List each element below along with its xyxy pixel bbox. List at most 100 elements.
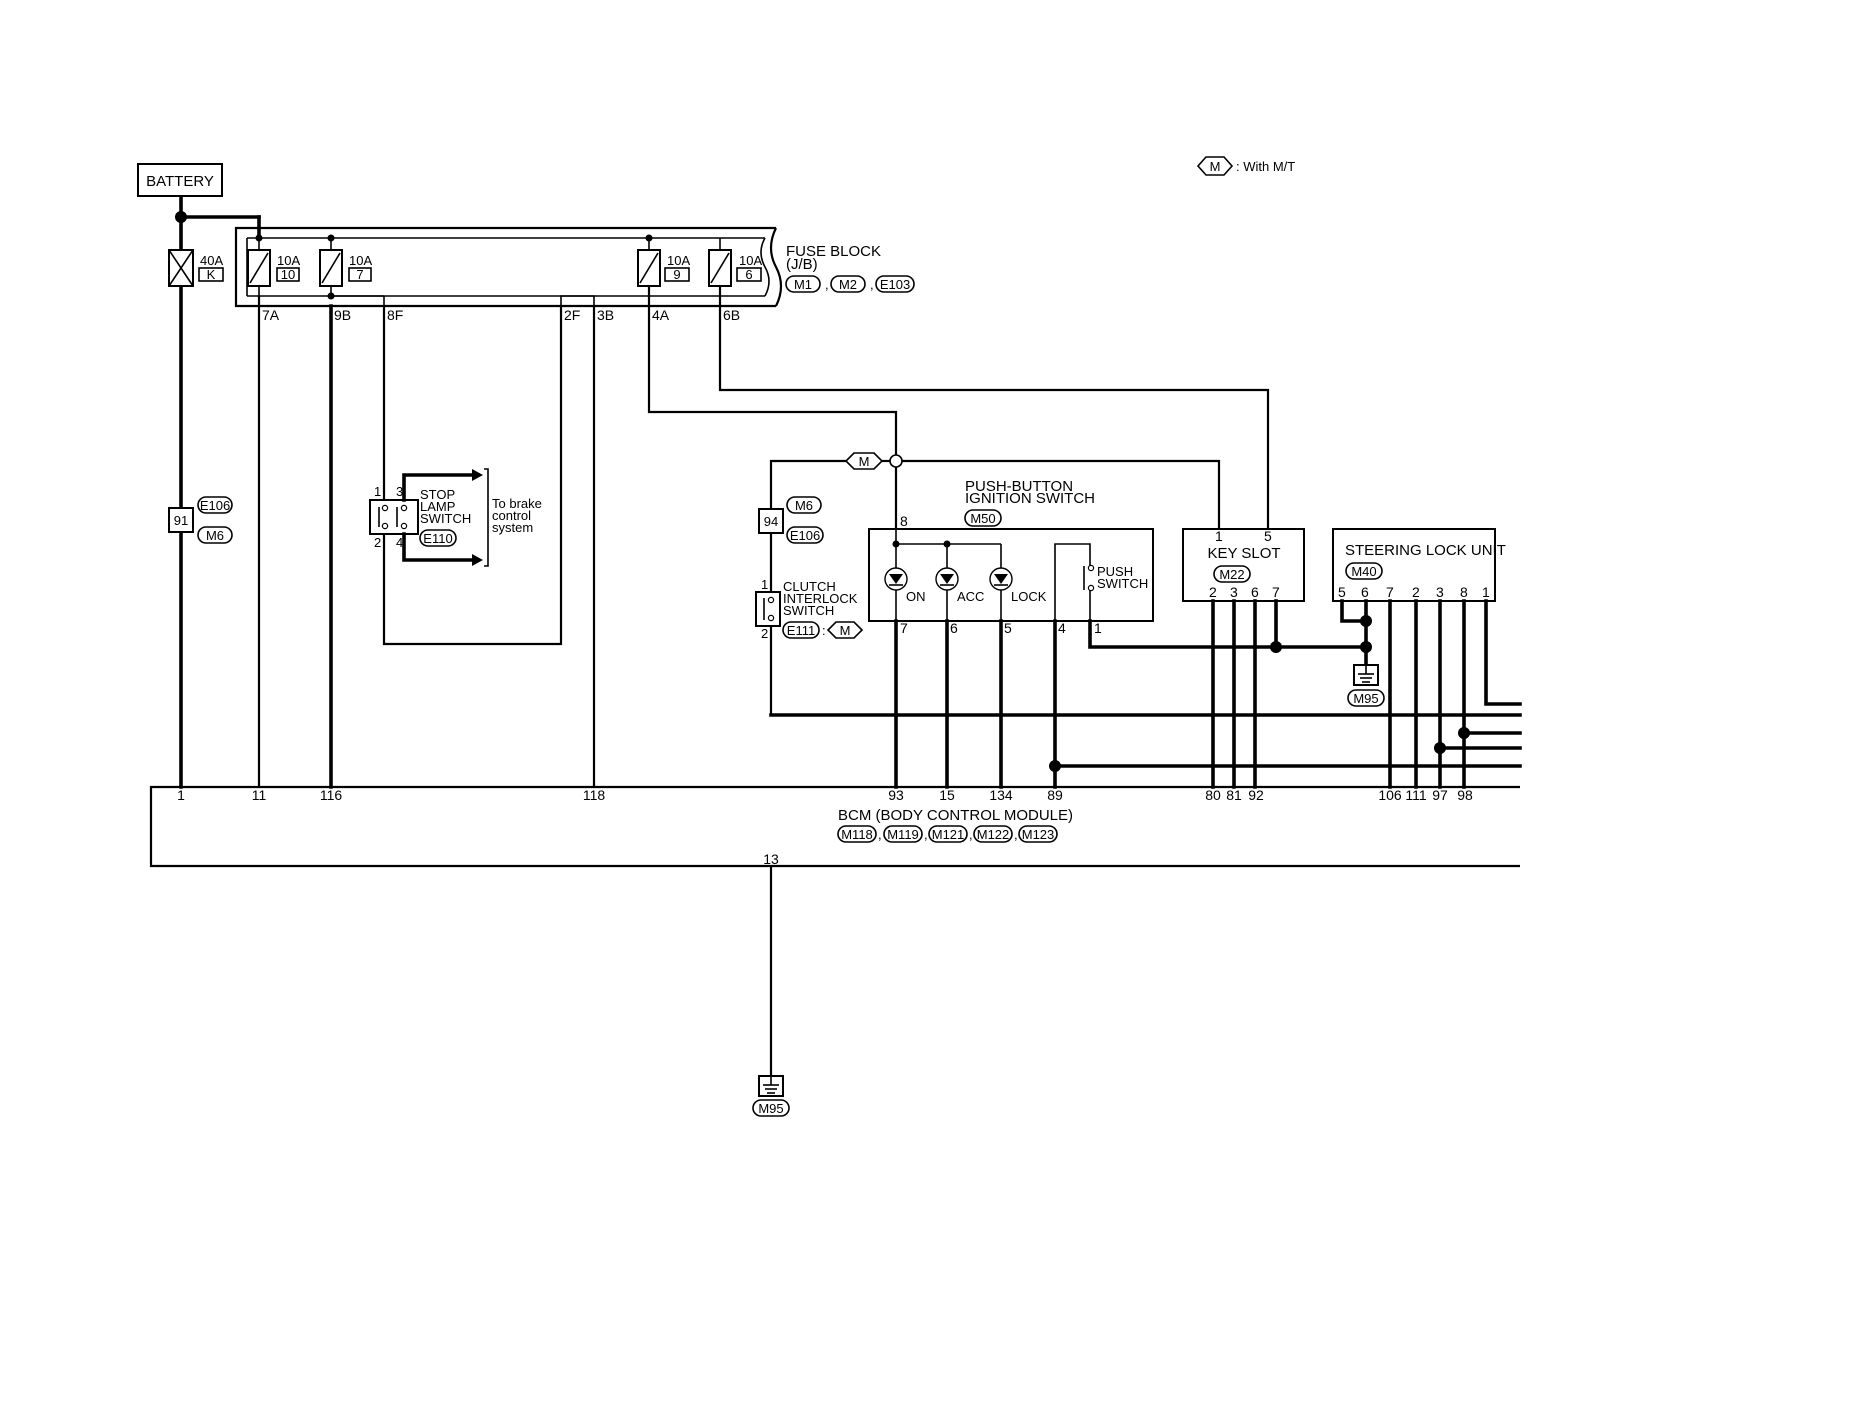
svg-text:CLUTCH: CLUTCH <box>783 579 836 594</box>
svg-text:106: 106 <box>1378 787 1402 803</box>
svg-text:M122: M122 <box>977 827 1010 842</box>
fuse-block-title-1: FUSE BLOCK <box>786 243 881 260</box>
svg-text:6: 6 <box>745 267 752 282</box>
svg-text:2: 2 <box>1412 584 1420 600</box>
fuse-7: 10A 7 <box>319 234 372 296</box>
svg-text:10A: 10A <box>277 253 300 268</box>
svg-text:5: 5 <box>1338 584 1346 600</box>
fuse-block-conn-1: M1 <box>794 277 812 292</box>
svg-text:10: 10 <box>281 267 295 282</box>
svg-text:control: control <box>492 508 531 523</box>
svg-text:STOP: STOP <box>420 487 455 502</box>
svg-text:10A: 10A <box>667 253 690 268</box>
svg-text:5: 5 <box>1004 620 1012 636</box>
svg-text:7A: 7A <box>262 307 280 323</box>
svg-text:7: 7 <box>900 620 908 636</box>
svg-text:1: 1 <box>374 484 381 499</box>
svg-text:ON: ON <box>906 589 926 604</box>
svg-text:,: , <box>1014 827 1018 842</box>
joint-94: 94 M6 E106 <box>758 496 824 544</box>
fuse-block-conn-3: E103 <box>880 277 910 292</box>
bcm-ground: M95 <box>752 866 790 1117</box>
svg-text:BCM (BODY CONTROL MODULE): BCM (BODY CONTROL MODULE) <box>838 807 1073 824</box>
svg-text:STEERING LOCK UNIT: STEERING LOCK UNIT <box>1345 542 1506 559</box>
svg-text:134: 134 <box>989 787 1013 803</box>
svg-text:11: 11 <box>252 787 267 803</box>
fuse-9: 10A 9 <box>637 234 690 287</box>
svg-text:4: 4 <box>1058 620 1066 636</box>
svg-text::: : <box>822 623 826 638</box>
svg-text:1: 1 <box>177 787 185 803</box>
svg-text:7: 7 <box>1272 584 1280 600</box>
svg-text:6: 6 <box>950 620 958 636</box>
svg-text:,: , <box>878 827 882 842</box>
fuse-block-conn-2: M2 <box>839 277 857 292</box>
svg-text:4: 4 <box>396 535 403 550</box>
svg-text:80: 80 <box>1205 787 1221 803</box>
svg-text:M50: M50 <box>970 511 995 526</box>
svg-text:,: , <box>870 277 874 292</box>
legend-tag: M <box>1210 159 1221 174</box>
svg-text:,: , <box>825 277 829 292</box>
svg-text:9B: 9B <box>334 307 351 323</box>
svg-text:LAMP: LAMP <box>420 499 455 514</box>
svg-text:81: 81 <box>1226 787 1242 803</box>
svg-text:M119: M119 <box>887 827 919 842</box>
svg-text:3: 3 <box>1230 584 1238 600</box>
svg-text:To brake: To brake <box>492 496 542 511</box>
push-button-wiring <box>894 619 1522 789</box>
svg-text:1: 1 <box>761 577 768 592</box>
svg-text:SWITCH: SWITCH <box>420 511 471 526</box>
svg-text:1: 1 <box>1215 528 1223 544</box>
svg-text:PUSH: PUSH <box>1097 564 1133 579</box>
svg-text:118: 118 <box>583 787 606 803</box>
svg-text:93: 93 <box>888 787 904 803</box>
svg-text:111: 111 <box>1405 787 1426 803</box>
svg-text:M95: M95 <box>1353 691 1378 706</box>
svg-text:PUSH-BUTTON: PUSH-BUTTON <box>965 478 1073 495</box>
svg-text:3: 3 <box>396 484 403 499</box>
svg-text:4A: 4A <box>652 307 670 323</box>
svg-text:E106: E106 <box>200 498 230 513</box>
svg-text:9: 9 <box>673 267 680 282</box>
bcm: 1 11 116 118 93 15 134 89 80 81 92 106 1… <box>149 785 1520 868</box>
svg-text:8F: 8F <box>387 307 403 323</box>
svg-text:92: 92 <box>1248 787 1264 803</box>
svg-text:M: M <box>840 623 851 638</box>
fusible-link-id: K <box>207 267 216 282</box>
mt-bus: M <box>769 452 1221 715</box>
svg-text:KEY SLOT: KEY SLOT <box>1207 545 1280 562</box>
fusible-link-rating: 40A <box>200 253 223 268</box>
svg-text:M6: M6 <box>206 528 224 543</box>
svg-text:,: , <box>924 827 928 842</box>
svg-text:M40: M40 <box>1351 564 1376 579</box>
svg-text:2: 2 <box>761 626 768 641</box>
svg-text:SWITCH: SWITCH <box>783 603 834 618</box>
battery: BATTERY <box>137 163 223 197</box>
svg-text:2: 2 <box>374 535 381 550</box>
key-slot-wiring <box>1211 599 1257 789</box>
legend-text: : With M/T <box>1236 159 1295 174</box>
svg-text:10A: 10A <box>739 253 762 268</box>
svg-text:5: 5 <box>1264 528 1272 544</box>
battery-wiring <box>175 195 261 789</box>
svg-text:7: 7 <box>1386 584 1394 600</box>
steering-lock-unit: STEERING LOCK UNIT M40 5 6 7 2 3 8 1 <box>1332 528 1506 602</box>
steering-lock-ground: M95 <box>1340 599 1385 707</box>
svg-text:ACC: ACC <box>957 589 984 604</box>
svg-text:system: system <box>492 520 533 535</box>
legend: M : With M/T <box>1196 156 1295 176</box>
svg-text:97: 97 <box>1432 787 1448 803</box>
svg-text:6B: 6B <box>723 307 740 323</box>
fuse-block-wiring <box>257 286 1270 789</box>
svg-text:7: 7 <box>356 267 363 282</box>
svg-text:10A: 10A <box>349 253 372 268</box>
svg-text:1: 1 <box>1094 620 1102 636</box>
svg-text:E106: E106 <box>790 528 820 543</box>
svg-text:E111: E111 <box>787 623 815 638</box>
key-slot: 1 5 KEY SLOT M22 2 3 6 7 <box>1182 528 1305 602</box>
svg-text:91: 91 <box>174 513 188 528</box>
svg-text:M22: M22 <box>1219 567 1244 582</box>
mt-tag: M <box>859 454 870 469</box>
svg-text:LOCK: LOCK <box>1011 589 1047 604</box>
